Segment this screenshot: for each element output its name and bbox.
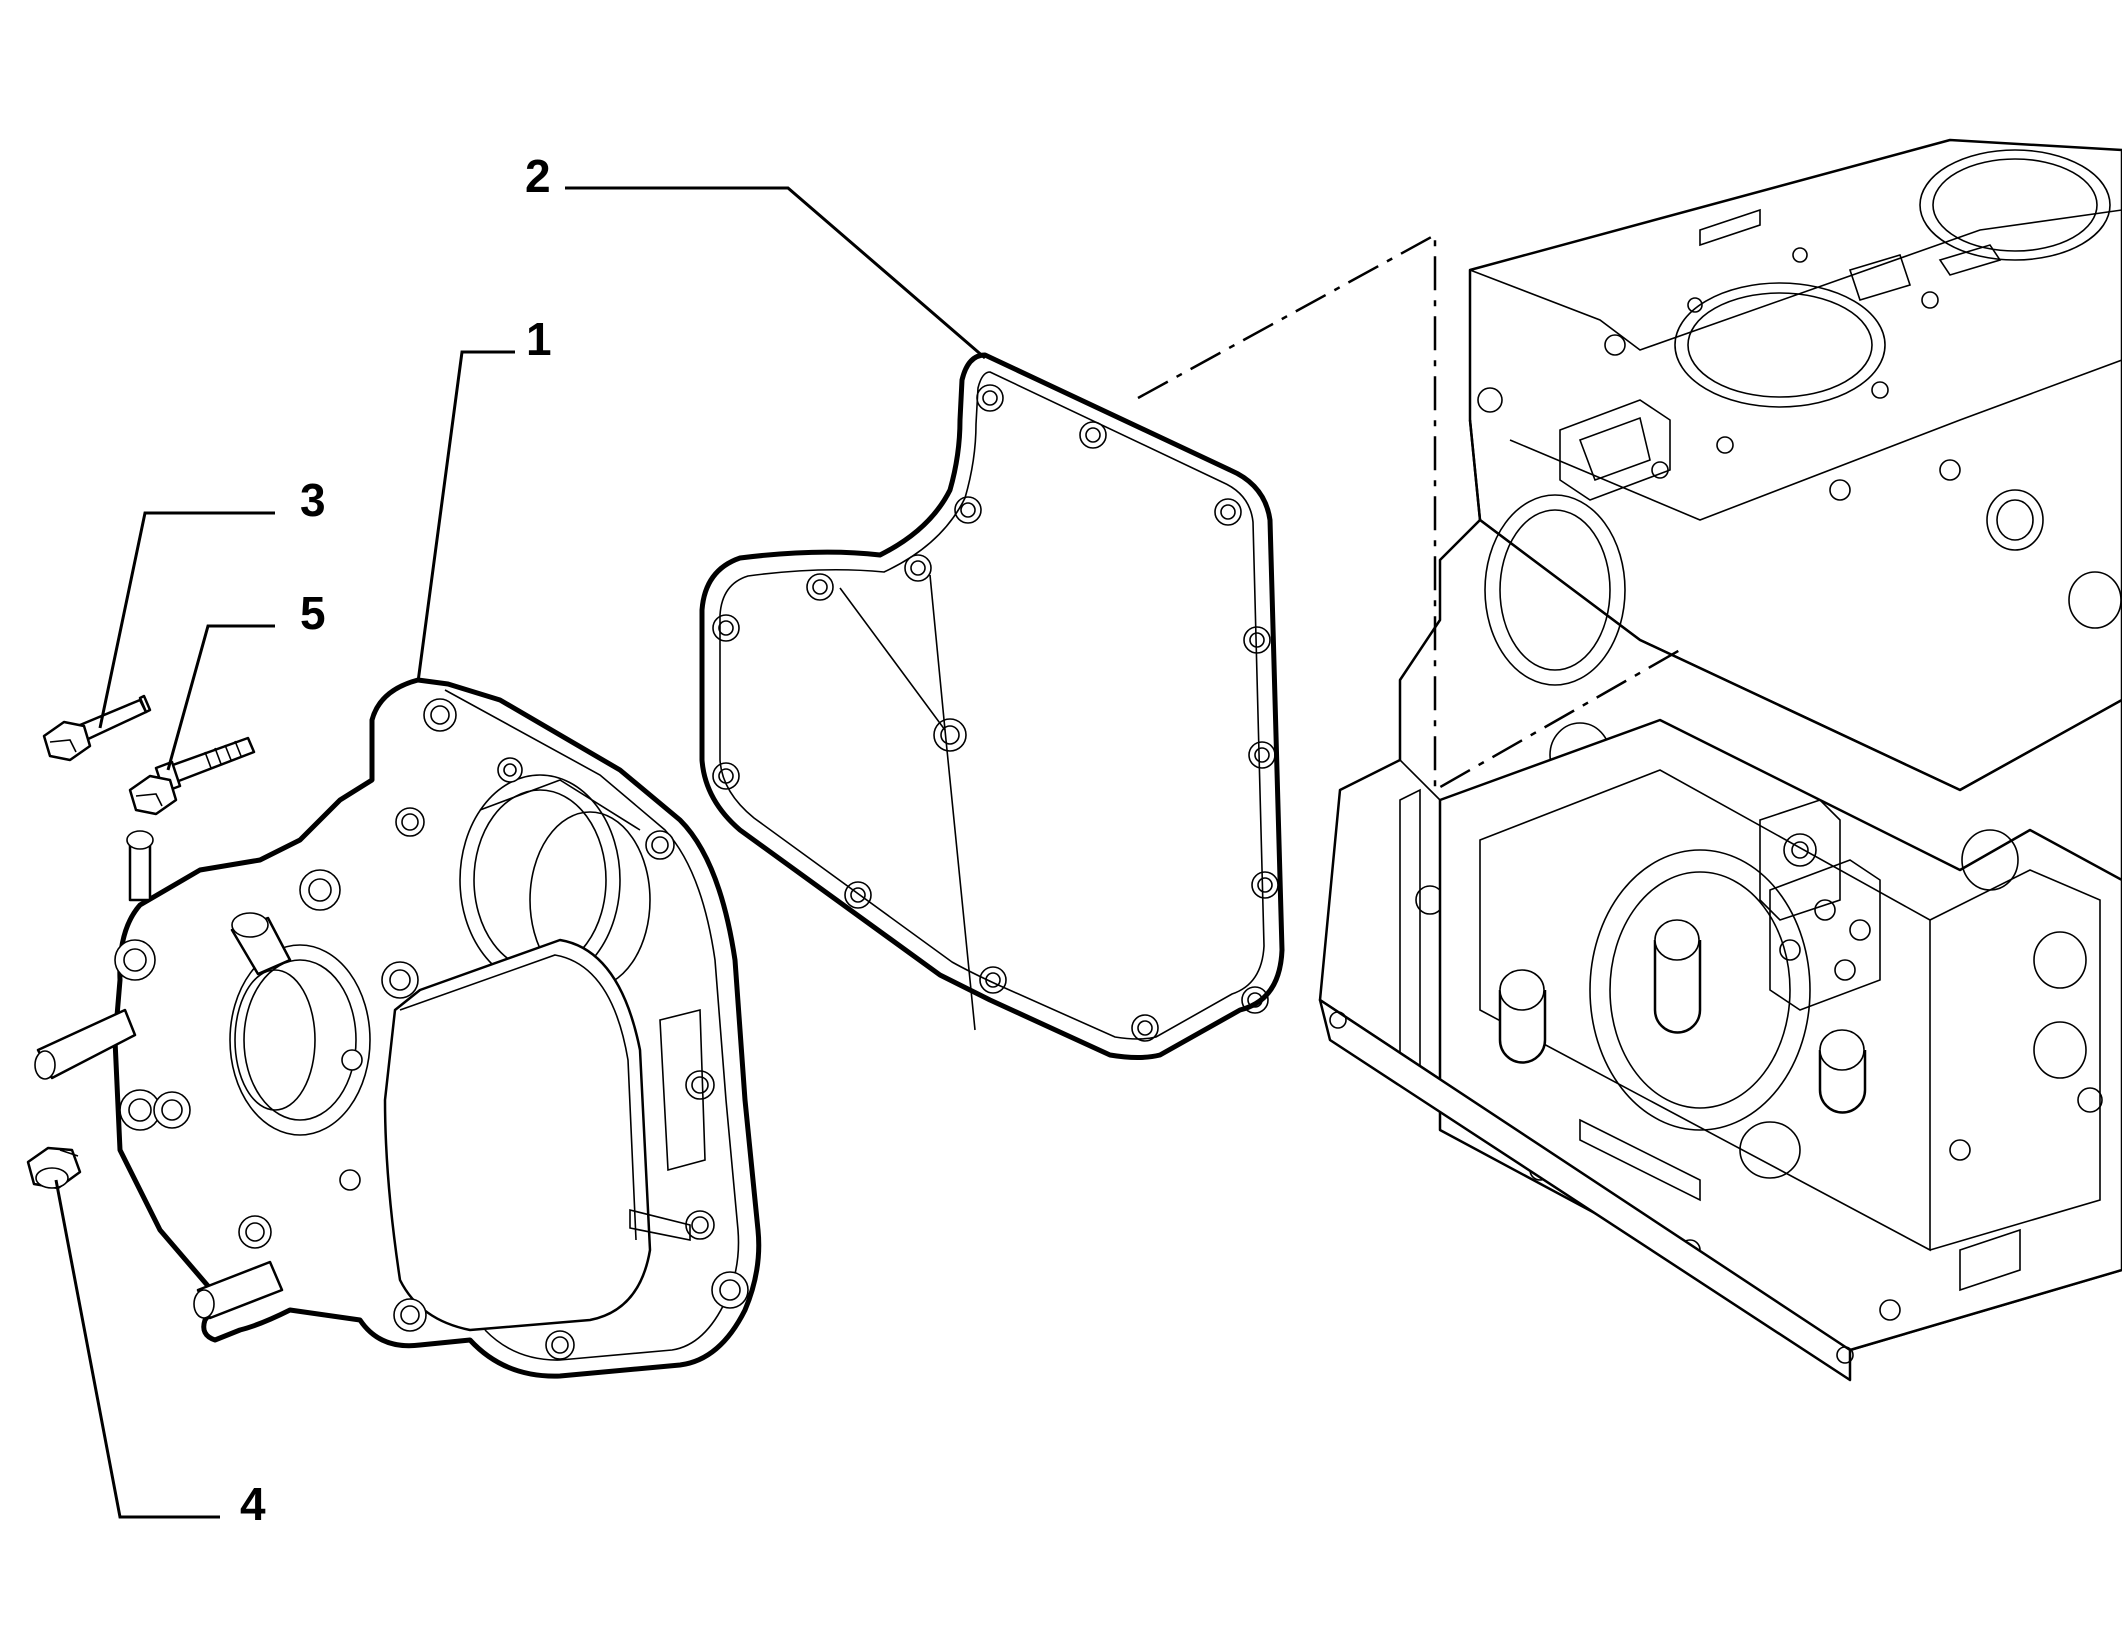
cover-studs [34, 830, 292, 1320]
leader-5 [166, 624, 275, 771]
callout-labels: 1 2 3 5 4 [240, 150, 552, 1530]
leader-4 [54, 1179, 220, 1519]
leader-lines [54, 186, 986, 1519]
callout-2: 2 [525, 150, 551, 202]
callout-1: 1 [526, 313, 552, 365]
cover-bosses [114, 698, 749, 1360]
gasket-bolt-holes [712, 384, 1279, 1042]
leader-3 [98, 511, 275, 729]
bolt-part-3 [42, 694, 152, 762]
leader-1 [416, 350, 515, 683]
callout-5: 5 [300, 587, 326, 639]
gasket-part-2 [699, 352, 1285, 1060]
timing-cover-part-1 [34, 677, 762, 1379]
callout-3: 3 [300, 474, 326, 526]
bolt-part-5 [128, 736, 256, 816]
leader-2 [565, 186, 986, 360]
engine-block [1318, 138, 2122, 1382]
plug-part-4 [26, 1146, 82, 1190]
callout-4: 4 [240, 1478, 266, 1530]
